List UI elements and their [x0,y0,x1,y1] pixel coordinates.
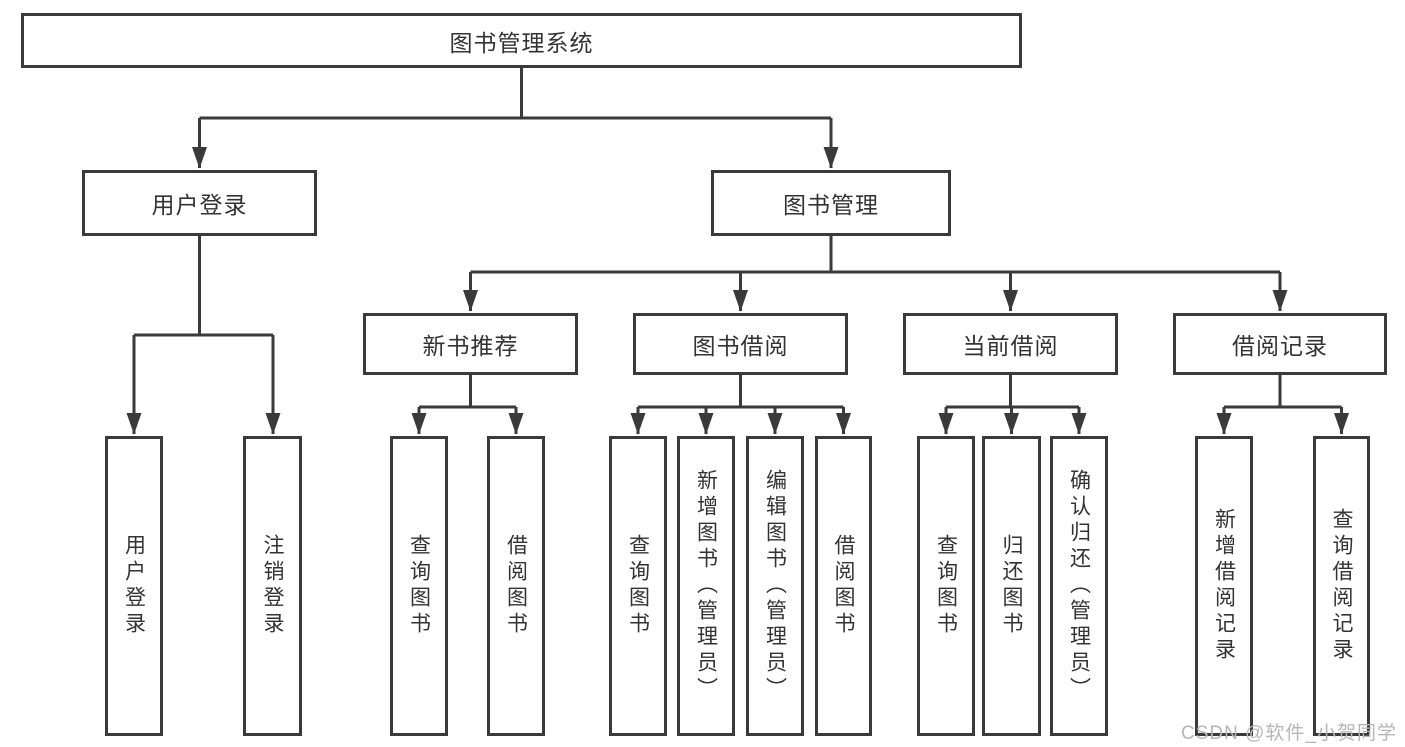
node-label: 图书管理 [783,192,879,218]
node-br-add-record: 新增借阅记录 [1195,436,1253,736]
node-label: 查询图书 [407,534,431,638]
node-label: 用户登录 [122,534,146,638]
edge-new-book-rec-to-children [411,375,524,435]
node-cb-query-books: 查询图书 [917,436,975,736]
node-logout: 注销登录 [243,436,302,736]
node-cb-confirm-return-admin: 确认归还（管理员） [1050,436,1108,736]
node-user-login-action: 用户登录 [105,436,163,736]
edge-book-mgmt-to-children [463,236,1288,312]
edge-book-borrow-to-children [630,375,851,435]
node-label: 新增图书（管理员） [694,469,718,703]
node-label: 查询图书 [934,534,958,638]
node-label: 归还图书 [1000,534,1023,638]
node-label: 借阅图书 [832,534,855,638]
edge-current-borrow-to-children [938,375,1087,435]
node-label: 图书管理系统 [449,29,594,56]
edge-borrow-record-to-children [1216,375,1349,435]
node-br-query-record: 查询借阅记录 [1313,436,1370,736]
node-label: 新书推荐 [422,333,519,359]
node-label: 确认归还（管理员） [1067,469,1091,703]
node-book-borrowing: 图书借阅 [633,313,848,375]
node-label: 查询借阅记录 [1330,508,1353,664]
node-library-system: 图书管理系统 [21,13,1022,68]
csdn-watermark: CSDN @软件_小贺同学 [1181,723,1397,744]
node-user-login-branch: 用户登录 [82,170,317,236]
node-borrow-records: 借阅记录 [1173,313,1387,375]
node-label: 查询图书 [626,534,650,638]
node-bb-query-books: 查询图书 [609,436,667,736]
node-bb-borrow-books: 借阅图书 [815,436,872,736]
node-label: 借阅记录 [1232,333,1328,359]
edge-user-login-to-children [126,236,281,435]
node-label: 当前借阅 [962,333,1059,359]
node-nbr-query-books: 查询图书 [390,436,448,736]
node-label: 新增借阅记录 [1212,508,1236,664]
node-bb-edit-books-admin: 编辑图书（管理员） [746,436,804,736]
node-label: 用户登录 [151,192,248,218]
edge-root-to-level2 [192,68,839,169]
node-nbr-borrow-books: 借阅图书 [487,436,545,736]
node-label: 借阅图书 [504,534,528,638]
node-bb-add-books-admin: 新增图书（管理员） [677,436,735,736]
node-label: 图书借阅 [692,333,789,359]
node-cb-return-books: 归还图书 [982,436,1041,736]
node-new-book-recommend: 新书推荐 [363,313,578,375]
node-book-management: 图书管理 [711,170,951,236]
node-current-borrowing: 当前借阅 [903,313,1118,375]
node-label: 编辑图书（管理员） [763,469,787,703]
node-label: 注销登录 [261,534,284,638]
